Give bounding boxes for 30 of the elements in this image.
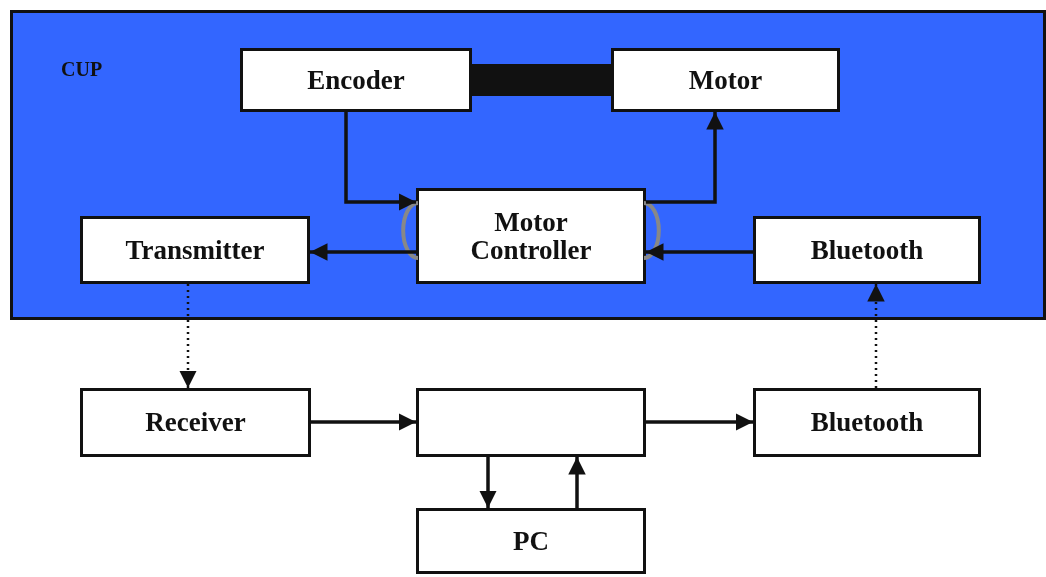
block-label: Transmitter	[125, 235, 265, 265]
arrow	[867, 284, 885, 388]
arrow	[646, 243, 753, 261]
arrow	[310, 243, 416, 261]
arrow	[646, 112, 724, 204]
block-label: Bluetooth	[810, 235, 924, 265]
arrow	[646, 413, 753, 431]
arrow	[344, 112, 416, 211]
cup-panel	[10, 10, 1046, 320]
panel-label: CUP	[61, 59, 103, 80]
arrow	[179, 284, 197, 388]
arrow	[568, 457, 586, 508]
block-label: Bluetooth	[810, 408, 924, 437]
shaft-bar	[472, 64, 611, 96]
block-box	[753, 388, 981, 457]
block-box	[416, 388, 646, 457]
block-box	[80, 388, 311, 457]
arrow	[479, 457, 497, 508]
block-box	[753, 216, 981, 284]
block-box	[416, 508, 646, 574]
block-box	[611, 48, 840, 112]
block-label: Encoder	[307, 65, 405, 95]
block-label: Motor	[688, 65, 763, 95]
block-label: Receiver	[145, 408, 246, 437]
block-label: PC	[513, 526, 549, 556]
arrow	[311, 413, 416, 431]
block-box	[80, 216, 310, 284]
block-box	[240, 48, 472, 112]
block-label: Motor Controller	[469, 207, 593, 265]
block-box	[416, 188, 646, 284]
